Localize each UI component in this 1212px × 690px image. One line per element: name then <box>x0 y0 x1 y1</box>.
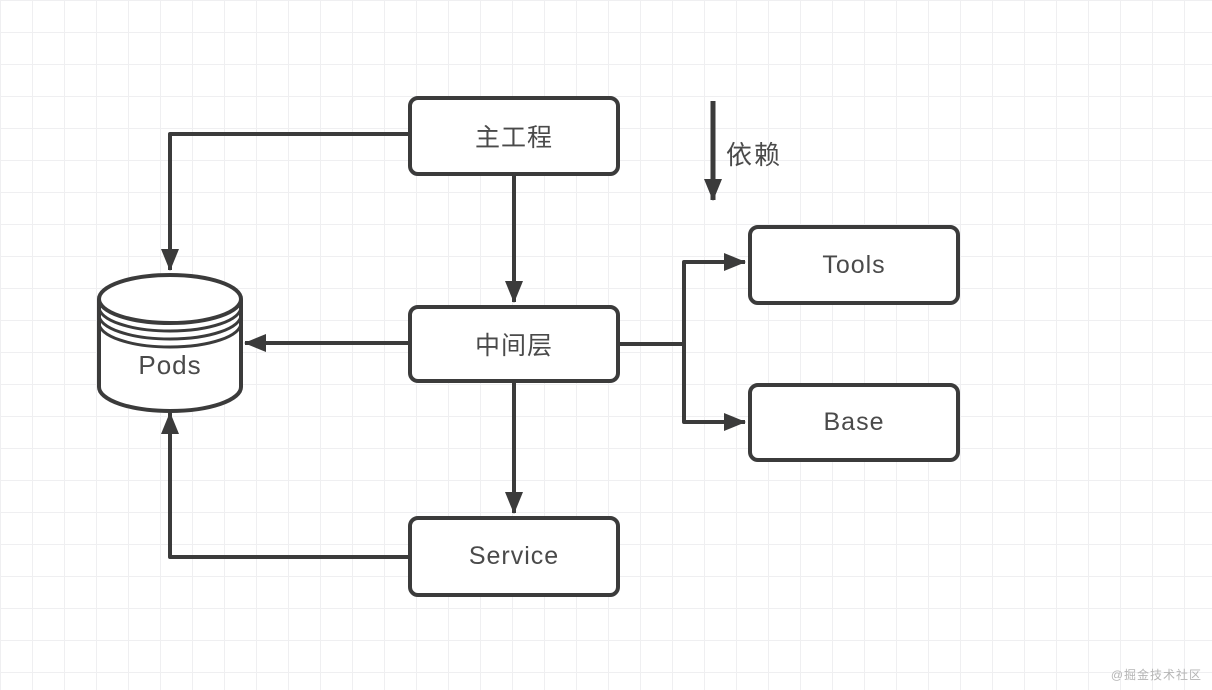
node-pods-cylinder <box>97 273 243 413</box>
node-tools-label: Tools <box>822 250 886 279</box>
node-service-label: Service <box>468 542 560 570</box>
edge-middle-to-tools <box>682 253 746 344</box>
edge-middle-to-base <box>682 344 746 431</box>
node-tools: Tools <box>748 225 960 305</box>
edge-service-to-pods <box>161 412 408 559</box>
node-middle-layer-label: 中间层 <box>474 332 553 360</box>
node-base: Base <box>748 383 960 462</box>
node-middle-layer: 中间层 <box>408 305 620 383</box>
dependency-legend-label: 依赖 <box>726 140 783 170</box>
node-main-project-label: 主工程 <box>474 124 553 152</box>
node-main-project: 主工程 <box>408 96 620 176</box>
watermark: @掘金技术社区 <box>1110 668 1202 682</box>
edge-main-to-pods <box>161 132 408 271</box>
node-pods-label: Pods <box>138 350 202 380</box>
node-base-label: Base <box>823 408 885 436</box>
node-service: Service <box>408 516 620 597</box>
